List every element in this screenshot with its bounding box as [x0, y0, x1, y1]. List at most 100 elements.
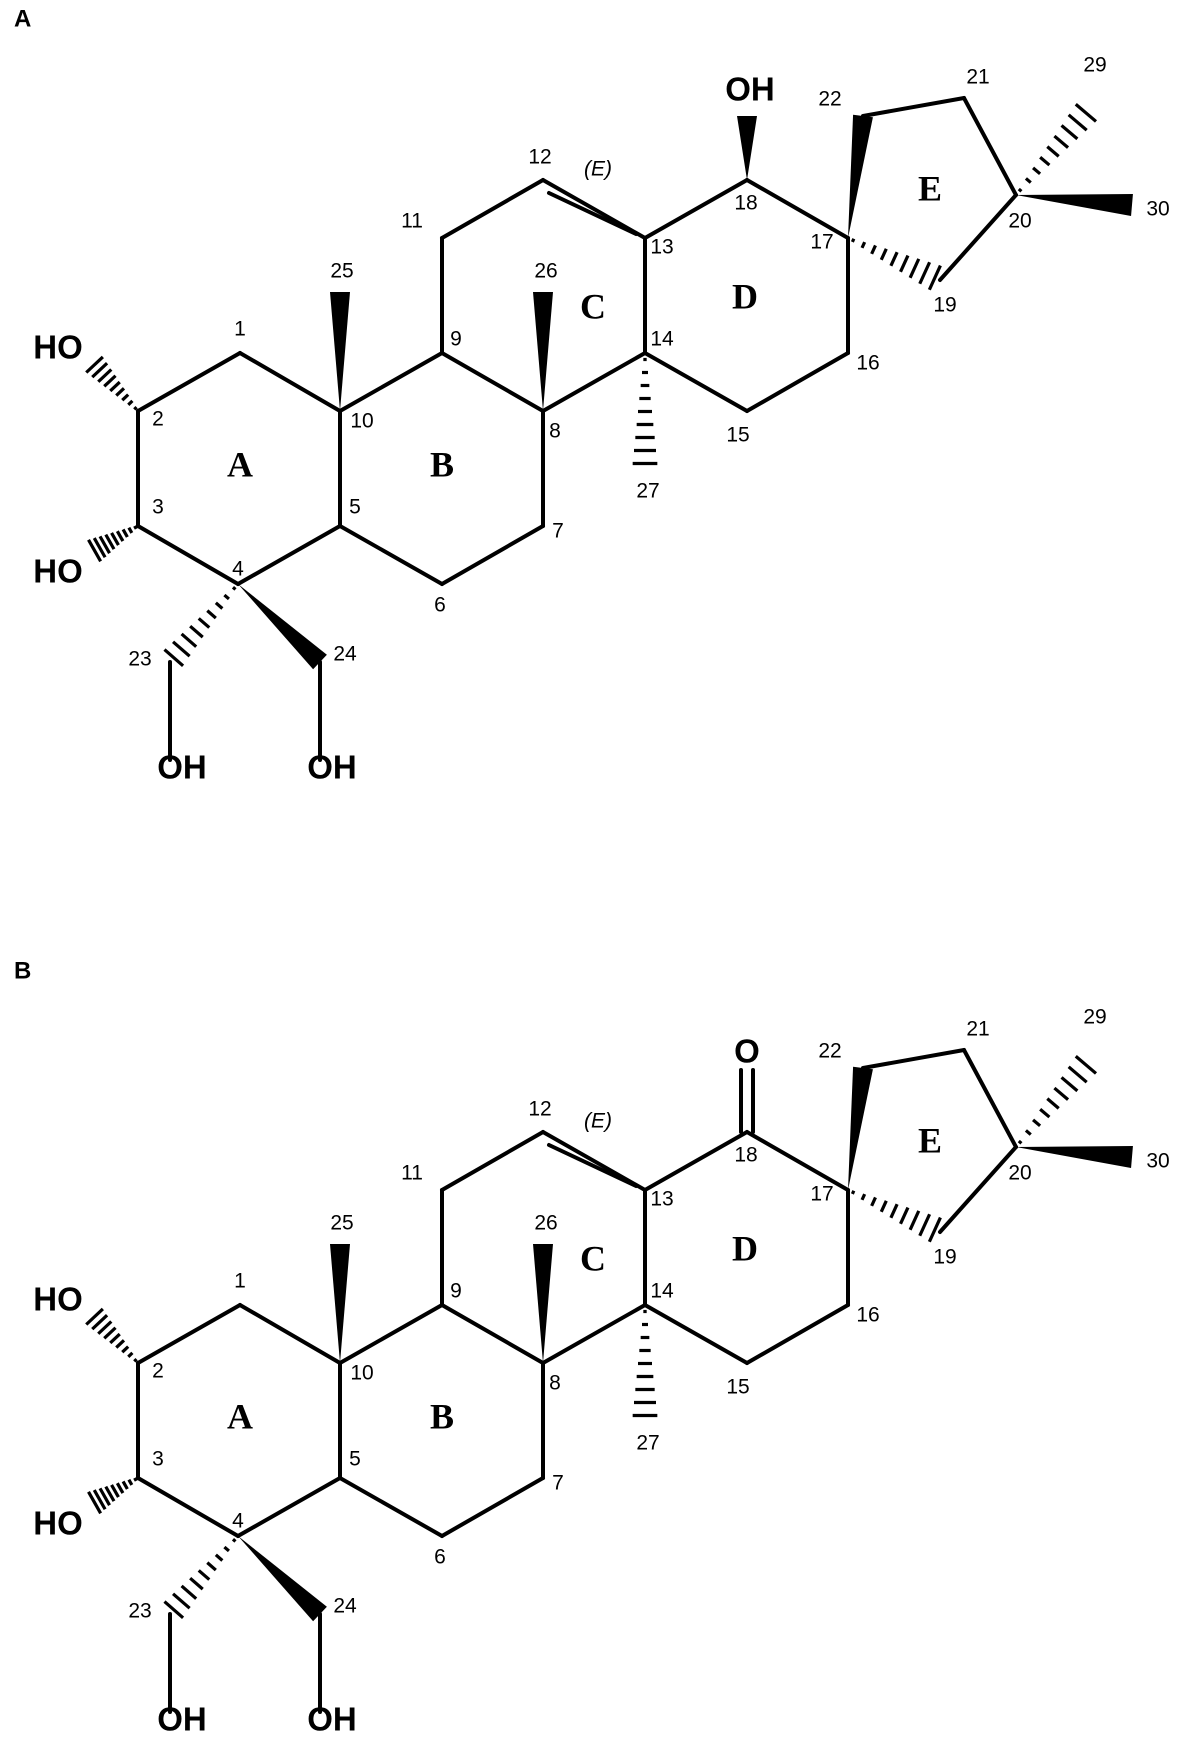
- bond-c18-c13: [643, 178, 749, 240]
- atom-number-8: 8: [549, 420, 561, 443]
- ring-label-b: B: [430, 444, 454, 484]
- atom-number-15: 15: [726, 424, 749, 447]
- methyl-26-wedge: [533, 292, 553, 411]
- bond-c1-c2: [136, 351, 242, 413]
- bond-c8-c9: [440, 1303, 545, 1365]
- atom-number-30: 30: [1146, 1150, 1169, 1173]
- methyl-30-wedge: [1016, 1146, 1133, 1168]
- ring-label-e: E: [918, 168, 942, 208]
- bond-c4-c5: [236, 1476, 342, 1538]
- bond-c1-c2: [136, 1303, 242, 1365]
- methyl-30-wedge: [1016, 194, 1133, 216]
- atom-number-7: 7: [552, 520, 564, 543]
- bond-c5-c6: [338, 1476, 444, 1538]
- atom-number-17: 17: [810, 1183, 833, 1206]
- atom-number-23: 23: [128, 648, 151, 671]
- bond-c22-c21: [861, 96, 966, 118]
- atom-number-27: 27: [636, 480, 659, 503]
- atom-number-24: 24: [333, 643, 357, 666]
- hydroxyl-23-label: OH: [157, 749, 207, 786]
- hydroxyl-18-wedge: [737, 116, 757, 180]
- atom-number-27: 27: [636, 1432, 659, 1455]
- methyl-29-hash: [1017, 1055, 1098, 1145]
- bond-c15-c16: [745, 1303, 850, 1365]
- bond-c18-c13: [643, 1130, 749, 1192]
- bond-c9-c10: [338, 1303, 444, 1365]
- atom-number-19: 19: [933, 1246, 956, 1269]
- atom-number-8: 8: [549, 1372, 561, 1395]
- hydroxyl-3-hash: [87, 525, 138, 563]
- bond-c14-c15: [643, 351, 749, 413]
- ring-label-d: D: [732, 1228, 758, 1268]
- atom-number-5: 5: [349, 1448, 361, 1471]
- methyl-26-wedge: [533, 1244, 553, 1363]
- bond-c21-c20: [962, 96, 1018, 197]
- bond-c20-c19: [938, 1145, 1018, 1234]
- atom-number-16: 16: [856, 352, 879, 375]
- atom-number-10: 10: [350, 410, 373, 433]
- atom-number-24: 24: [333, 1595, 357, 1618]
- atom-number-4: 4: [232, 558, 244, 581]
- methyl-25-wedge: [330, 1244, 350, 1363]
- atom-number-12: 12: [528, 1098, 551, 1121]
- atom-number-30: 30: [1146, 198, 1169, 221]
- bond-c3-c4: [136, 524, 240, 586]
- atom-number-6: 6: [434, 1546, 446, 1569]
- atom-number-3: 3: [152, 1448, 164, 1471]
- bond-c15-c16: [745, 351, 850, 413]
- atom-number-3: 3: [152, 496, 164, 519]
- atom-number-26: 26: [534, 260, 557, 283]
- atom-number-13: 13: [650, 236, 673, 259]
- bond-c10-c1: [238, 351, 342, 413]
- atom-number-10: 10: [350, 1362, 373, 1385]
- atom-number-17: 17: [810, 231, 833, 254]
- atom-number-2: 2: [152, 1360, 164, 1383]
- stereo-descriptor: (E): [584, 1110, 612, 1133]
- bond-c21-c20: [962, 1048, 1018, 1149]
- hydroxymethyl-23-hash: [163, 1538, 237, 1619]
- hydroxymethyl-23-hash: [163, 586, 237, 667]
- atom-number-18: 18: [734, 1144, 757, 1167]
- methyl-27-hash: [632, 1309, 658, 1418]
- bond-c6-c7: [440, 1476, 545, 1538]
- double-bond-c12-c13-inner: [547, 1143, 638, 1188]
- methyl-29-hash: [1017, 103, 1098, 193]
- atom-number-15: 15: [726, 1376, 749, 1399]
- hydroxymethyl-24-wedge: [238, 584, 327, 670]
- methyl-25-wedge: [330, 292, 350, 411]
- atom-number-23: 23: [128, 1600, 151, 1623]
- spiro-19-hash: [850, 238, 942, 291]
- spiro-19-hash: [850, 1190, 942, 1243]
- atom-number-29: 29: [1083, 1006, 1106, 1029]
- bond-c9-c10: [338, 351, 444, 413]
- hydroxyl-23-label: OH: [157, 1701, 207, 1738]
- bond-c14-c15: [643, 1303, 749, 1365]
- atom-number-7: 7: [552, 1472, 564, 1495]
- hydroxyl-3-hash: [87, 1477, 138, 1515]
- atom-number-11: 11: [401, 210, 423, 233]
- ring-label-e: E: [918, 1120, 942, 1160]
- atom-number-21: 21: [966, 1018, 989, 1041]
- bond-c8-c9: [440, 351, 545, 413]
- bond-c11-c12: [440, 1130, 545, 1192]
- atom-number-26: 26: [534, 1212, 557, 1235]
- methyl-27-hash: [632, 357, 658, 466]
- hydroxyl-3-label: HO: [33, 553, 83, 590]
- atom-number-9: 9: [450, 1280, 462, 1303]
- atom-number-21: 21: [966, 66, 989, 89]
- hydroxyl-2-label: HO: [33, 1281, 83, 1318]
- bond-c17-c18: [745, 178, 850, 240]
- ring-label-b: B: [430, 1396, 454, 1436]
- atom-number-18: 18: [734, 192, 757, 215]
- atom-number-14: 14: [650, 328, 674, 351]
- bond-c4-c5: [236, 524, 342, 586]
- atom-number-29: 29: [1083, 54, 1106, 77]
- bond-c17-c18: [745, 1130, 850, 1192]
- hydroxyl-3-label: HO: [33, 1505, 83, 1542]
- atom-number-20: 20: [1008, 1162, 1031, 1185]
- bond-c22-c21: [861, 1048, 966, 1070]
- hydroxyl-2-hash: [85, 355, 138, 411]
- atom-number-25: 25: [330, 260, 353, 283]
